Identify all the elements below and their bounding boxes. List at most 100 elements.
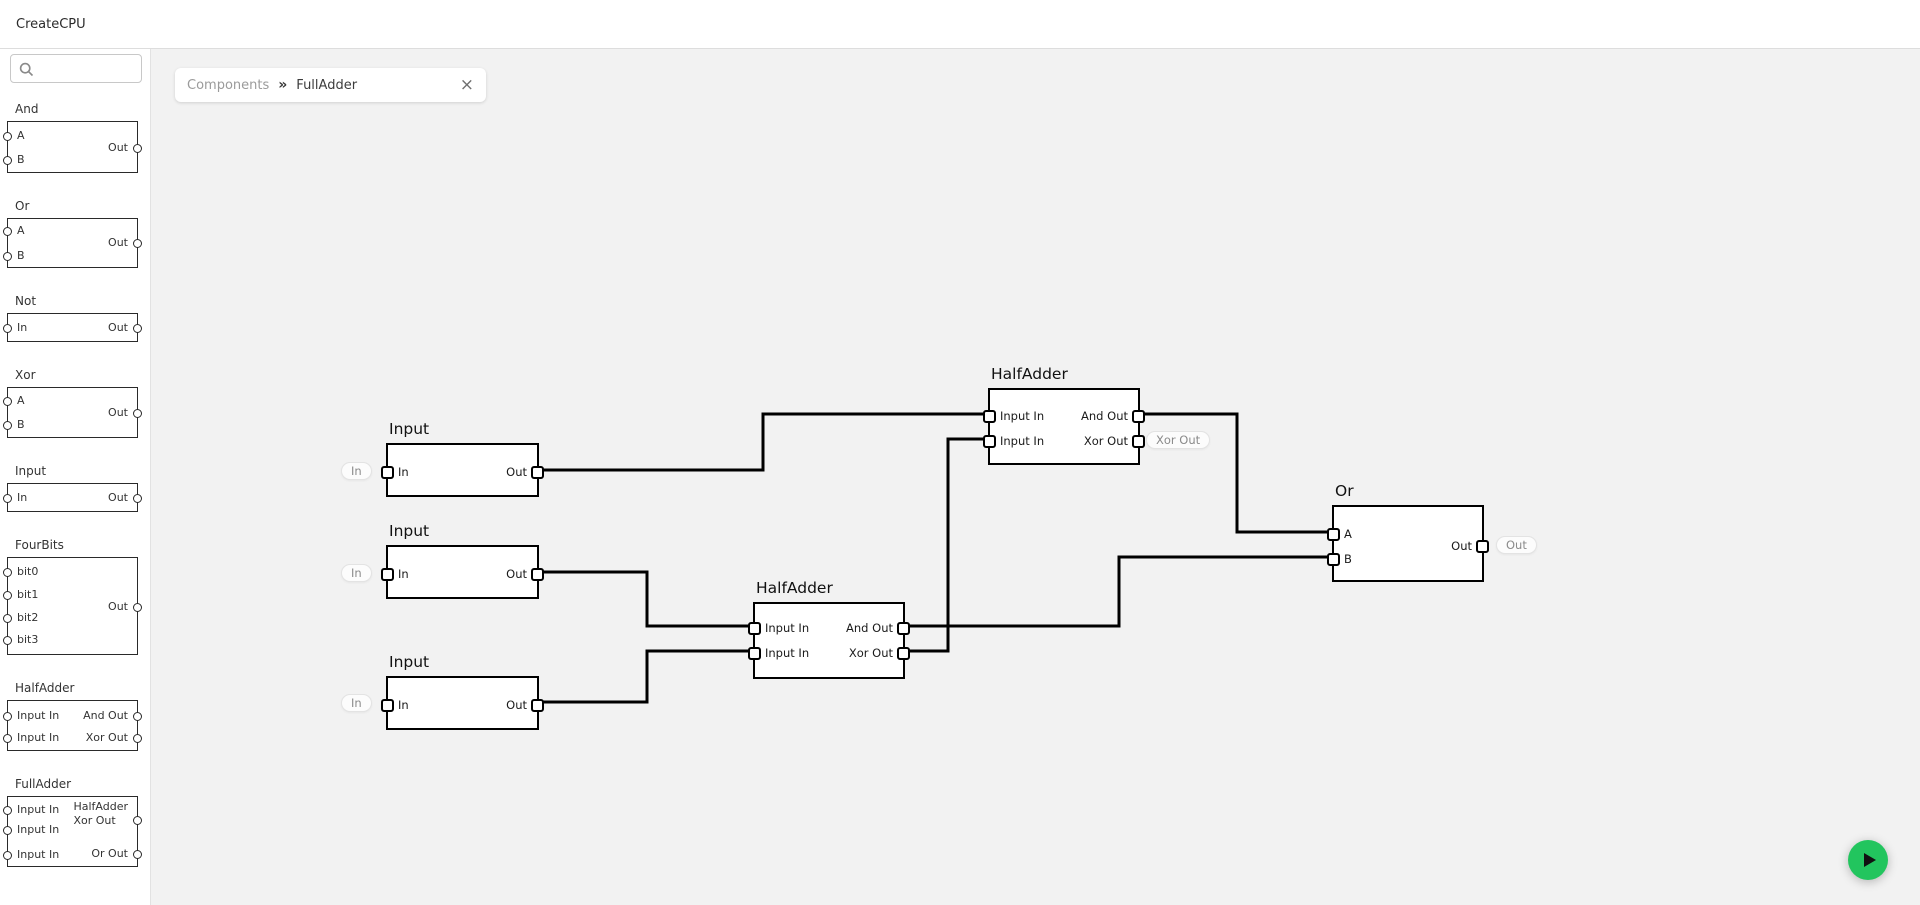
- input-port[interactable]: [3, 711, 12, 721]
- output-port[interactable]: [133, 711, 142, 721]
- wire-1[interactable]: [539, 412, 988, 472]
- port-label: Xor Out: [848, 645, 893, 660]
- input-port[interactable]: [1327, 552, 1340, 566]
- port-label: Out: [1451, 538, 1472, 553]
- input-port[interactable]: [3, 850, 12, 860]
- input-port[interactable]: [3, 131, 12, 141]
- port-label: Or Out: [91, 847, 128, 860]
- output-port[interactable]: [531, 698, 544, 712]
- output-port[interactable]: [133, 849, 142, 859]
- output-port[interactable]: [531, 465, 544, 479]
- port-label: Out: [108, 321, 128, 334]
- output-port[interactable]: [133, 143, 142, 153]
- output-port[interactable]: [133, 408, 142, 418]
- wire-4[interactable]: [539, 649, 753, 704]
- port-label: And Out: [83, 709, 128, 722]
- search-box[interactable]: [10, 54, 142, 83]
- input-port[interactable]: [3, 590, 12, 600]
- port-label: Xor Out: [1083, 433, 1128, 448]
- output-port[interactable]: [133, 493, 142, 503]
- input-port[interactable]: [3, 635, 12, 645]
- input-port[interactable]: [3, 396, 12, 406]
- port-label: And Out: [1081, 408, 1128, 423]
- port-label: A: [17, 224, 25, 237]
- input-port[interactable]: [3, 323, 12, 333]
- output-port[interactable]: [1132, 434, 1145, 448]
- input-port[interactable]: [3, 226, 12, 236]
- output-port[interactable]: [133, 238, 142, 248]
- input-port[interactable]: [983, 409, 996, 423]
- block-title: HalfAdder: [991, 365, 1068, 383]
- breadcrumb-components-link[interactable]: Components: [187, 77, 270, 93]
- block-title: Or: [1335, 482, 1354, 500]
- close-icon[interactable]: ×: [459, 74, 474, 95]
- port-label: Out: [108, 236, 128, 249]
- input-port[interactable]: [748, 621, 761, 635]
- output-port[interactable]: [1476, 539, 1489, 553]
- input-port[interactable]: [3, 493, 12, 503]
- input-port[interactable]: [3, 613, 12, 623]
- input-port[interactable]: [381, 567, 394, 581]
- input-port[interactable]: [3, 251, 12, 261]
- input-port[interactable]: [3, 155, 12, 165]
- wire-5[interactable]: [905, 555, 1332, 628]
- palette-item-label: Xor: [15, 368, 36, 382]
- app-header: CreateCPU: [0, 0, 1920, 49]
- output-port[interactable]: [133, 602, 142, 612]
- input-port[interactable]: [381, 465, 394, 479]
- port-label: And Out: [846, 620, 893, 635]
- input-port[interactable]: [3, 825, 12, 835]
- port-label: Input In: [765, 620, 810, 635]
- input-port[interactable]: [3, 733, 12, 743]
- output-port[interactable]: [133, 815, 142, 825]
- input-port[interactable]: [3, 805, 12, 815]
- palette-item-label: Input: [15, 464, 47, 478]
- run-simulation-button[interactable]: [1848, 840, 1888, 880]
- output-port[interactable]: [897, 646, 910, 660]
- wire-6[interactable]: [1140, 412, 1332, 534]
- wire-2[interactable]: [905, 437, 988, 653]
- input-port[interactable]: [748, 646, 761, 660]
- chevron-right-icon: »: [278, 77, 288, 93]
- port-label: B: [17, 153, 25, 166]
- play-icon: [1864, 853, 1876, 867]
- input-port[interactable]: [1327, 527, 1340, 541]
- input-port[interactable]: [3, 567, 12, 577]
- output-port[interactable]: [133, 323, 142, 333]
- input-port[interactable]: [3, 420, 12, 430]
- output-port[interactable]: [133, 733, 142, 743]
- input-port[interactable]: [381, 698, 394, 712]
- output-port[interactable]: [897, 621, 910, 635]
- output-port[interactable]: [531, 567, 544, 581]
- search-input[interactable]: [37, 55, 137, 82]
- port-label: Input In: [17, 848, 60, 861]
- port-label: Out: [108, 406, 128, 419]
- output-port[interactable]: [1132, 409, 1145, 423]
- input-port[interactable]: [983, 434, 996, 448]
- wire-3[interactable]: [539, 570, 753, 628]
